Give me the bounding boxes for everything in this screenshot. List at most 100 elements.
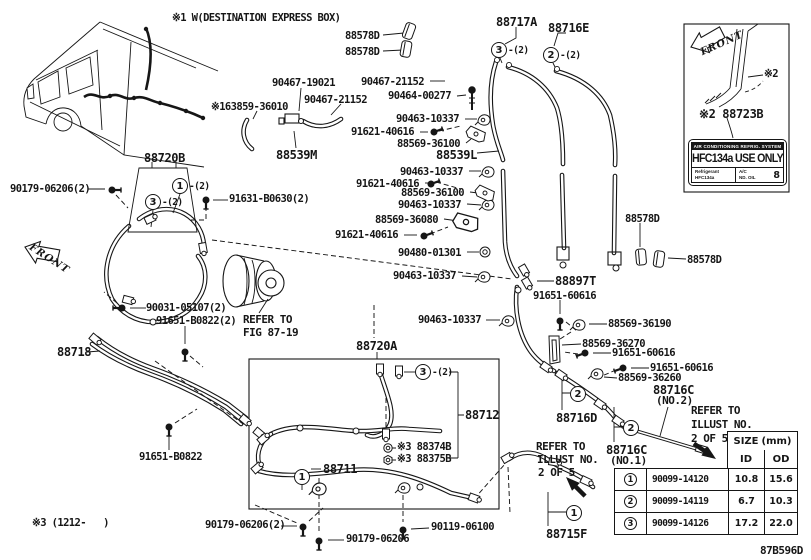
part-label-88716d: 88716D	[556, 411, 597, 425]
bracket-icon	[472, 183, 497, 204]
part-label-88723b: ※2 88723B	[699, 107, 764, 121]
table-row: 3 90099-14126 17.2 22.0	[615, 512, 797, 535]
row-part-number: 90099-14119	[646, 491, 728, 513]
washer-icon	[383, 443, 393, 453]
clamp-icon	[474, 271, 491, 283]
part-label-88715f: 88715F	[546, 527, 587, 541]
part-label-91621-40616-1: 91621-40616	[351, 126, 415, 138]
row-id-value: 10.8	[728, 469, 764, 491]
leader-lines	[86, 27, 764, 541]
refer-illust-left-line2: ILLUST NO.	[537, 453, 599, 466]
bolt-stack-icon	[468, 86, 476, 110]
size-table-header-unit: (mm)	[761, 435, 792, 447]
grommet-icon	[479, 246, 491, 258]
row-od-value: 10.3	[764, 491, 797, 513]
part-label-88375b: ※3 88375B	[397, 453, 452, 465]
callout-2-88716d: 2	[570, 386, 586, 402]
detail-box-88720a	[248, 358, 500, 510]
row-od-value: 22.0	[764, 513, 797, 535]
part-label-88569-36270: 88569-36270	[582, 338, 646, 350]
refer-illust-left-line3: 2 OF 5	[538, 466, 575, 479]
part-label-90464-00277: 90464-00277	[388, 90, 452, 102]
part-label-88718: 88718	[57, 345, 92, 359]
part-label-90119-06100: 90119-06100	[431, 521, 495, 533]
row-callout: 2	[624, 495, 637, 509]
callout-qty: -(2)	[508, 45, 529, 56]
part-label-88569-36080: 88569-36080	[375, 214, 439, 226]
part-label-90467-19021: 90467-19021	[272, 77, 336, 89]
part-label-88712: 88712	[465, 408, 500, 422]
part-label-91621-40616-2: 91621-40616	[356, 178, 420, 190]
note-mark-2: ※2	[764, 68, 779, 80]
callout-qty: -(2)	[189, 181, 210, 192]
part-glyphs	[88, 21, 710, 552]
fitting-icon	[559, 261, 567, 269]
part-label-91621-40616-3: 91621-40616	[335, 229, 399, 241]
bolt-icon	[164, 422, 174, 438]
part-label-90463-10337-5: 90463-10337	[418, 314, 482, 326]
callout-qty: -(2)	[560, 50, 581, 61]
clamp-icon	[478, 166, 495, 178]
clip-icon	[401, 21, 417, 41]
part-label-88569-36100-2: 88569-36100	[401, 187, 465, 199]
fitting-icon	[579, 475, 595, 488]
clip-icon	[634, 248, 648, 266]
fitting-icon	[352, 427, 360, 435]
clamp-icon	[498, 315, 515, 327]
sticker-cell2-line1: A/C	[739, 169, 747, 175]
bolt-icon	[419, 229, 435, 241]
col-header-od: OD	[764, 449, 797, 469]
row-id-value: 6.7	[728, 491, 764, 513]
part-label-91651-b0822-2: 91651-B0822(2)	[156, 315, 237, 327]
bolt-icon	[555, 316, 565, 332]
clamp-icon	[308, 482, 327, 496]
part-label-88374b: ※3 88374B	[397, 441, 452, 453]
callout-3-top: 3	[491, 42, 507, 58]
part-label-90480-01301: 90480-01301	[398, 247, 462, 259]
part-label-88711: 88711	[323, 462, 358, 476]
fitting-icon	[506, 62, 512, 68]
fitting-icon	[416, 483, 424, 491]
clip-icon	[652, 249, 666, 269]
bolt-icon	[201, 195, 211, 211]
fitting-icon	[467, 492, 483, 505]
size-table-subheader: ID OD	[727, 449, 798, 470]
refer-illust-right-line1: REFER TO	[691, 404, 740, 417]
pillar-illustration	[704, 23, 764, 108]
part-label-88578d-3: 88578D	[625, 213, 660, 225]
callout-3-88720b: 3	[145, 194, 161, 210]
bolt-icon	[180, 347, 190, 363]
table-row: 1 90099-14120 10.8 15.6	[615, 469, 797, 491]
part-label-88569-36190: 88569-36190	[608, 318, 672, 330]
callout-qty: -(2)	[162, 197, 183, 208]
part-label-88569-36260: 88569-36260	[618, 372, 682, 384]
fitting-icon	[500, 450, 516, 465]
nut-icon	[383, 454, 393, 466]
part-label-90463-10337-1: 90463-10337	[396, 113, 460, 125]
part-label-88716c-no1: 88716C	[606, 443, 647, 457]
refer-illust-right-line2: ILLUST NO.	[691, 418, 753, 431]
size-table: 1 90099-14120 10.8 15.6 2 90099-14119 6.…	[614, 468, 798, 536]
sticker-main-text: HFC134a USE ONLY	[691, 152, 784, 165]
bolt-icon	[314, 536, 324, 552]
sticker-oil-cell: A/C ND. OIL 8	[736, 168, 783, 182]
fitting-icon	[198, 241, 209, 257]
callout-qty: -(2)	[432, 367, 453, 378]
harness-connectors	[107, 26, 206, 121]
fitting-icon	[494, 57, 500, 63]
fitting-icon	[376, 363, 384, 378]
bolt-icon	[429, 125, 445, 137]
part-label-88539l: 88539L	[436, 148, 477, 162]
sticker-header: AIR CONDITIONING REFRIG. SYSTEM	[692, 143, 783, 150]
part-label-88717a: 88717A	[496, 15, 537, 29]
row-callout: 1	[624, 473, 637, 487]
bolt-icon	[298, 522, 308, 538]
fitting-icon	[517, 263, 532, 279]
bracket-icon	[450, 211, 481, 234]
callout-2-88716c: 2	[623, 420, 639, 436]
compressor-illustration	[222, 254, 285, 314]
van-illustration	[23, 21, 219, 168]
hfc134a-sticker: AIR CONDITIONING REFRIG. SYSTEM HFC134a …	[688, 139, 787, 186]
